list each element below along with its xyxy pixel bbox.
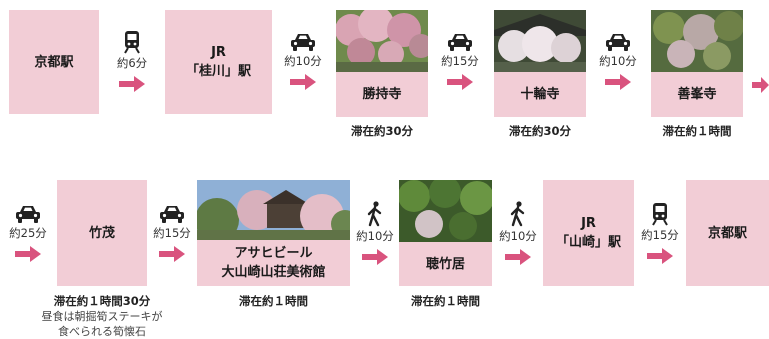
car-icon (447, 32, 473, 52)
shojiji-photo (336, 10, 428, 72)
stop-jurinji: 十輪寺 (494, 10, 586, 117)
leg-car-1: 約10分 (283, 32, 323, 90)
leg-train-1: 約6分 (112, 30, 152, 92)
stop-label: 聴竹居 (399, 242, 492, 286)
stop-label: 十輪寺 (494, 72, 586, 117)
stay-duration: 滞在約１時間 (411, 294, 480, 308)
stay-duration: 滞在約30分 (350, 124, 413, 138)
car-icon (290, 32, 316, 52)
arrow-right-icon (752, 77, 769, 93)
asahi-beer-museum-photo (197, 180, 350, 240)
arrow-right-icon (159, 246, 185, 262)
travel-time: 約15分 (441, 54, 479, 68)
stop-asahi-beer-museum: アサヒビール 大山崎山荘美術館 (197, 180, 350, 286)
travel-time: 約10分 (599, 54, 637, 68)
stop-takeshige: 竹茂 (57, 180, 147, 286)
start-station-kyoto: 京都駅 (9, 10, 99, 114)
stay-duration: 滞在約１時間 (239, 294, 308, 308)
stay-duration: 滞在約１時間 (662, 124, 732, 138)
arrow-right-icon (605, 74, 631, 90)
jurinji-photo (494, 10, 586, 72)
stop-yoshiminedera: 善峯寺 (651, 10, 743, 117)
car-icon (15, 204, 41, 224)
arrow-right-icon (119, 76, 145, 92)
leg-car-4: 約25分 (8, 204, 48, 262)
travel-time: 約6分 (116, 56, 148, 70)
travel-time: 約10分 (499, 229, 537, 243)
travel-time: 約15分 (641, 228, 679, 242)
leg-car-3: 約10分 (598, 32, 638, 90)
jr-yamazaki-station: JR 「山崎」駅 (543, 180, 634, 286)
end-station-kyoto: 京都駅 (686, 180, 769, 286)
walking-person-icon (365, 201, 385, 227)
yoshiminedera-photo (651, 10, 743, 72)
train-icon (122, 30, 142, 54)
arrow-right-icon (15, 246, 41, 262)
arrow-right-icon (447, 74, 473, 90)
arrow-right-icon (647, 248, 673, 264)
arrow-right-icon (362, 249, 388, 265)
stop-label: アサヒビール 大山崎山荘美術館 (197, 240, 350, 286)
stop-chochikukyo: 聴竹居 (399, 180, 492, 286)
jr-katsuragawa-station: JR 「桂川」駅 (165, 10, 272, 114)
stay-duration: 滞在約１時間30分 (53, 294, 151, 308)
lunch-note: 昼食は朝掘筍ステーキが 食べられる筍懐石 (41, 310, 163, 338)
chochikukyo-photo (399, 180, 492, 242)
stay-duration: 滞在約30分 (508, 124, 571, 138)
leg-walk-2: 約10分 (498, 201, 538, 265)
walking-person-icon (508, 201, 528, 227)
stop-shojiji: 勝持寺 (336, 10, 428, 117)
leg-train-2: 約15分 (640, 202, 680, 264)
stop-label: 勝持寺 (336, 72, 428, 117)
car-icon (605, 32, 631, 52)
travel-time: 約15分 (153, 226, 191, 240)
leg-walk-1: 約10分 (355, 201, 395, 265)
travel-time: 約10分 (284, 54, 322, 68)
leg-car-2: 約15分 (440, 32, 480, 90)
stop-label: 善峯寺 (651, 72, 743, 117)
arrow-right-icon (290, 74, 316, 90)
car-icon (159, 204, 185, 224)
travel-time: 約10分 (356, 229, 394, 243)
travel-time: 約25分 (9, 226, 47, 240)
arrow-right-icon (505, 249, 531, 265)
train-icon (650, 202, 670, 226)
leg-car-5: 約15分 (152, 204, 192, 262)
